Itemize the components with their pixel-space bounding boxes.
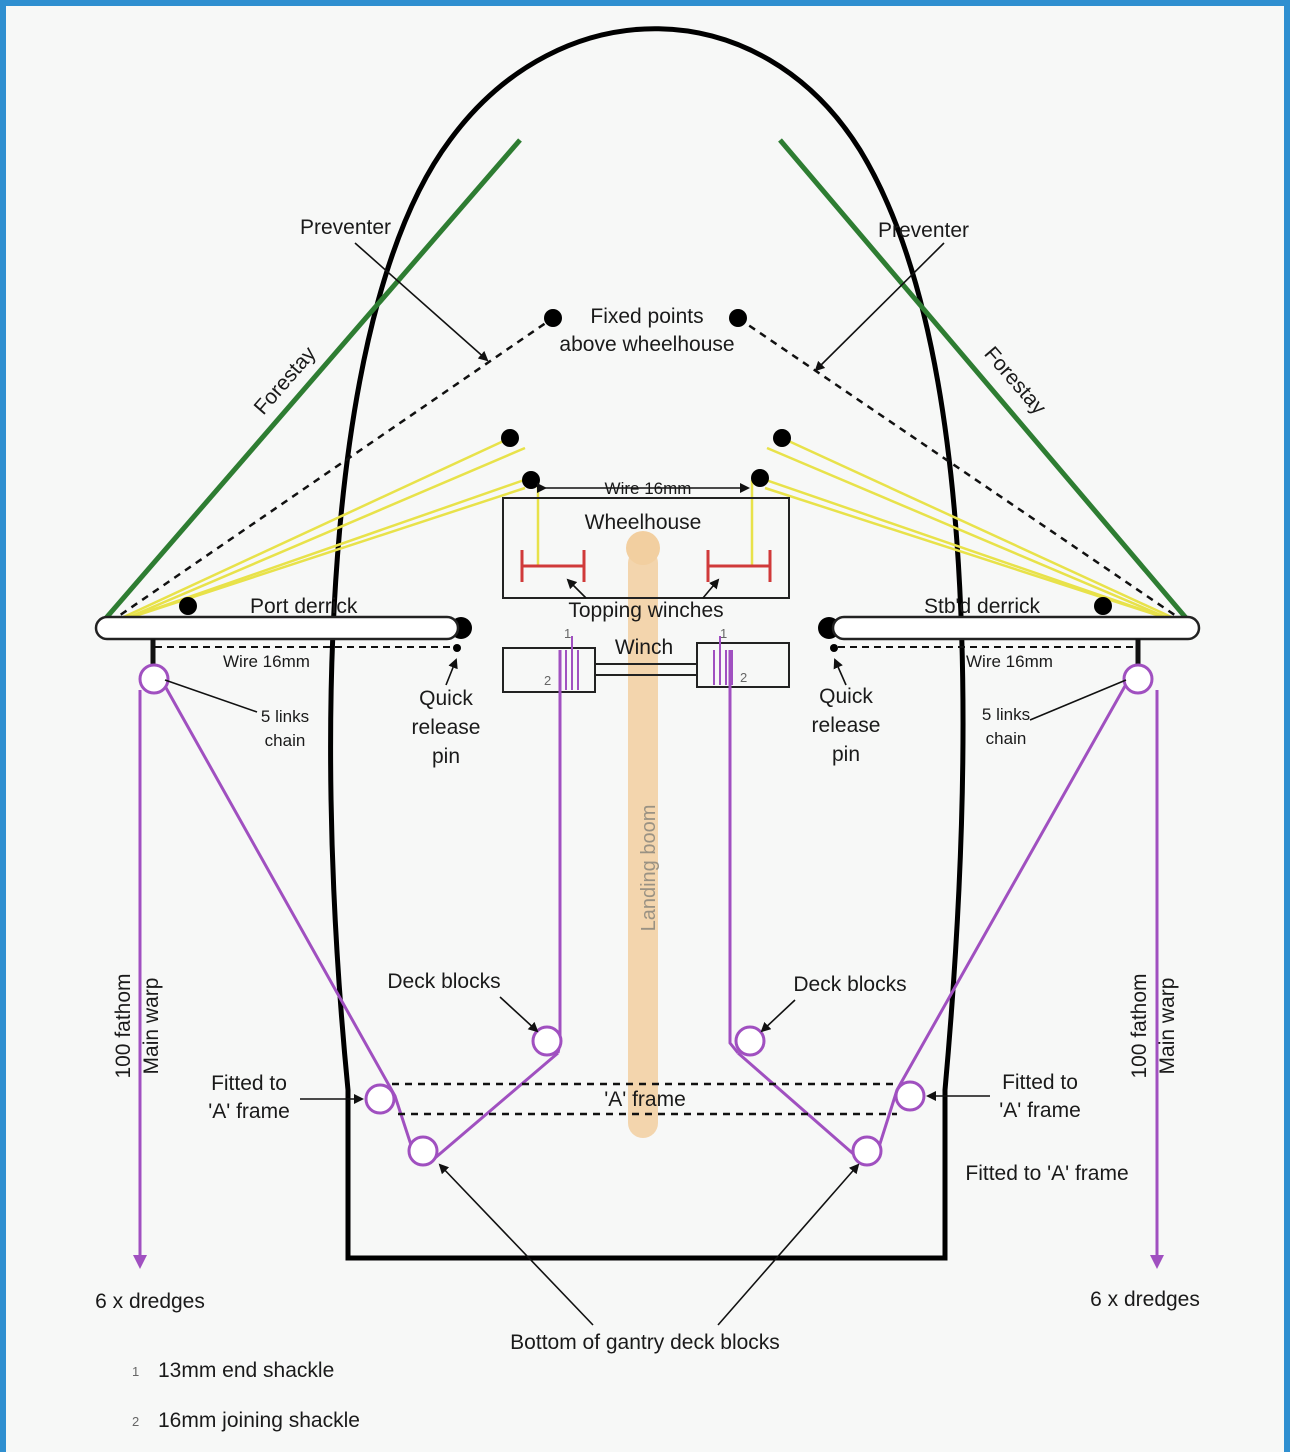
deck-blocks-right-label: Deck blocks: [793, 973, 906, 996]
landing-boom: [626, 531, 660, 1138]
wheelhouse-box: [502, 497, 790, 599]
forestay-line-right: [778, 138, 1194, 627]
fitted-a-lower-label: Fitted to 'A' frame: [965, 1162, 1128, 1185]
dredges-left-label: 6 x dredges: [95, 1290, 205, 1313]
links-chain-right-2: chain: [986, 729, 1027, 748]
main-warp-left-2: Main warp: [140, 978, 163, 1075]
a-frame-label: 'A' frame: [604, 1088, 686, 1111]
links-chain-left-1: 5 links: [261, 707, 309, 726]
fitted-a-right-1: Fitted to: [1002, 1071, 1078, 1094]
forestay-line-left: [98, 138, 522, 627]
forestay-label-right: Forestay: [979, 342, 1050, 419]
wire-left-label: Wire 16mm: [223, 652, 310, 671]
shackle-num-2-left: 2: [544, 673, 551, 688]
port-derrick-bar: [94, 615, 460, 641]
fitted-a-right-2: 'A' frame: [999, 1099, 1081, 1122]
wire-right-label: Wire 16mm: [966, 652, 1053, 671]
shackle-num-1-right: 1: [720, 626, 727, 641]
deck-blocks-left-label: Deck blocks: [387, 970, 500, 993]
fitted-a-left-1: Fitted to: [211, 1072, 287, 1095]
a-frame-lines: [392, 1082, 898, 1116]
fixed-point-dots: [179, 309, 1112, 652]
stbd-derrick-bar: [831, 615, 1201, 641]
quick-release-right-1: Quick: [819, 685, 873, 708]
topping-winch-barrels: [520, 550, 772, 582]
main-warp-right-1: 100 fathom: [1128, 973, 1151, 1078]
gantry-blocks-label: Bottom of gantry deck blocks: [510, 1331, 780, 1354]
fitted-a-left-2: 'A' frame: [208, 1100, 290, 1123]
legend-num-2: 2: [132, 1414, 139, 1429]
wheelhouse-label: Wheelhouse: [585, 511, 702, 534]
preventer-label-left: Preventer: [300, 216, 391, 239]
quick-release-right-2: release: [812, 714, 881, 737]
winch-label: Winch: [615, 636, 673, 659]
dredges-right-label: 6 x dredges: [1090, 1288, 1200, 1311]
main-warp-right-2: Main warp: [1156, 978, 1179, 1075]
pulley-blocks: [138, 663, 1154, 1167]
fixed-points-label-line1: Fixed points: [590, 305, 703, 328]
shackle-num-2-right: 2: [740, 670, 747, 685]
landing-boom-label: Landing boom: [638, 805, 660, 932]
legend-text-2: 16mm joining shackle: [158, 1409, 360, 1432]
port-derrick-label: Port derrick: [250, 595, 358, 618]
pointer-arrows: [164, 242, 1127, 1326]
wire-top-label: Wire 16mm: [605, 479, 692, 498]
quick-release-left-2: release: [412, 716, 481, 739]
winch-shackles: [559, 636, 733, 690]
fixed-points-label-line2: above wheelhouse: [559, 333, 734, 356]
preventer-label-right: Preventer: [878, 219, 969, 242]
winch-drums: [502, 642, 790, 693]
quick-release-right-3: pin: [832, 743, 860, 766]
stbd-derrick-label: Stb'd derrick: [924, 595, 1041, 618]
quick-release-left-3: pin: [432, 745, 460, 768]
main-warp-left-1: 100 fathom: [112, 973, 135, 1078]
links-chain-left-2: chain: [265, 731, 306, 750]
legend-text-1: 13mm end shackle: [158, 1359, 334, 1382]
topping-winches-label: Topping winches: [568, 599, 723, 622]
quick-release-left-1: Quick: [419, 687, 473, 710]
preventer-line-left: [109, 316, 554, 624]
legend-num-1: 1: [132, 1364, 139, 1379]
legend: 1 13mm end shackle 2 16mm joining shackl…: [132, 1359, 360, 1432]
shackle-num-1-left: 1: [564, 626, 571, 641]
links-chain-right-1: 5 links: [982, 705, 1030, 724]
